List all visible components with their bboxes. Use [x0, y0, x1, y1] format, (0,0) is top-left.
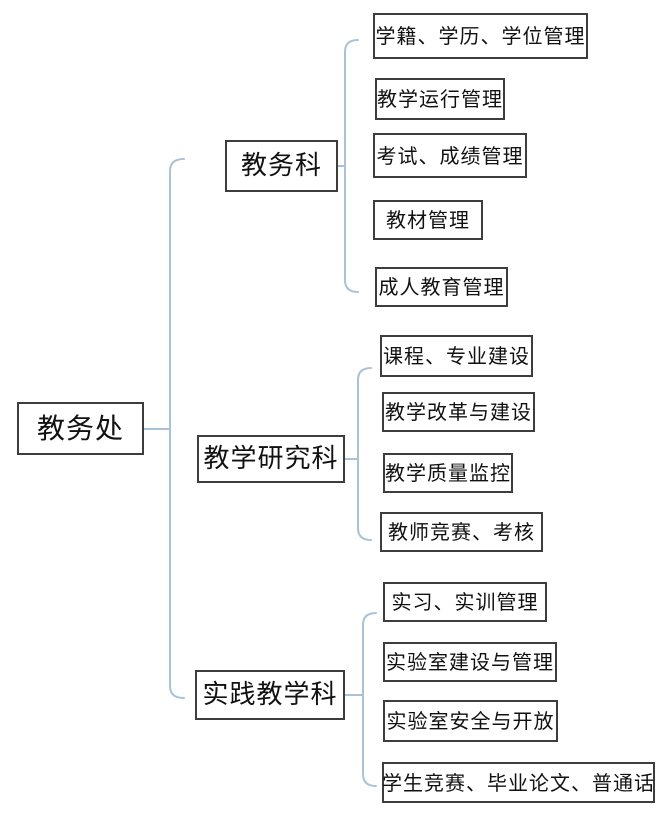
branch-3-bracket [362, 612, 377, 787]
leaf-node-3-1: 实习、实训管理 [383, 582, 547, 622]
leaf-node-1-5: 成人教育管理 [375, 267, 508, 307]
branch-2-bracket [357, 367, 372, 541]
leaf-node-3-4: 学生竞赛、毕业论文、普通话 [382, 762, 655, 803]
leaf-node-2-4: 教师竞赛、考核 [380, 512, 543, 552]
root-node-academic-affairs-office: 教务处 [17, 402, 144, 455]
branch-node-teaching-research-section: 教学研究科 [197, 435, 345, 483]
leaf-node-1-1: 学籍、学历、学位管理 [373, 13, 588, 59]
leaf-node-2-1: 课程、专业建设 [380, 335, 533, 377]
leaf-node-3-3: 实验室安全与开放 [383, 700, 558, 742]
branch-node-academic-affairs-section: 教务科 [225, 140, 338, 192]
branch-node-practical-teaching-section: 实践教学科 [195, 670, 345, 720]
leaf-node-1-3: 考试、成绩管理 [373, 133, 527, 178]
leaf-node-2-3: 教学质量监控 [383, 453, 513, 493]
leaf-node-1-4: 教材管理 [373, 200, 483, 240]
main-bracket [169, 158, 185, 699]
branch-1-bracket [344, 39, 359, 293]
leaf-node-3-2: 实验室建设与管理 [383, 642, 557, 682]
leaf-node-2-2: 教学改革与建设 [382, 392, 535, 432]
leaf-node-1-2: 教学运行管理 [375, 78, 505, 120]
